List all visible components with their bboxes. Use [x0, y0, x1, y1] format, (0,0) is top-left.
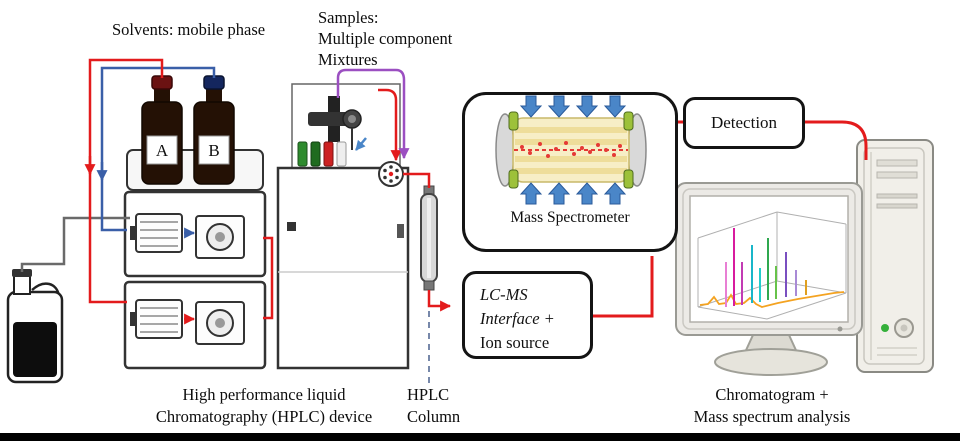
waste-tube-gray: [20, 216, 130, 272]
bottle-b-label: B: [208, 141, 220, 160]
analysis-caption-line-1: Chromatogram +: [715, 385, 829, 404]
analysis-caption: Chromatogram + Mass spectrum analysis: [640, 384, 904, 428]
hplc-caption-line-1: High performance liquid: [182, 385, 346, 404]
analysis-caption-line-2: Mass spectrum analysis: [693, 407, 851, 426]
tubing-blue: [96, 66, 216, 239]
waste-container-icon: [6, 269, 64, 384]
mass-spectrometer-label: Mass Spectrometer: [510, 209, 630, 226]
solvents-label: Solvents: mobile phase: [112, 20, 266, 39]
interface-line-2: Interface +: [480, 309, 555, 328]
injection-valve-icon: [378, 161, 404, 187]
tubing-red: [84, 58, 868, 325]
chromatogram-3d-plot: [697, 211, 847, 320]
detection-label: Detection: [710, 113, 778, 132]
hplc-device-caption: High performance liquid Chromatography (…: [128, 384, 400, 428]
hplc-caption-line-2: Chromatography (HPLC) device: [155, 407, 373, 426]
power-led-icon: [881, 324, 889, 332]
bottle-a-label: A: [155, 141, 169, 160]
solvent-bottle-b: [206, 86, 222, 106]
solvent-bottle-a: [154, 86, 170, 106]
ion-optics-icon: [495, 95, 647, 205]
tubing-purple: [336, 68, 410, 160]
bottom-border-bar: [0, 433, 960, 441]
computer-tower-icon: [856, 139, 934, 373]
lcms-interface-box: LC-MS Interface + Ion source: [462, 271, 593, 359]
hplc-column-caption: HPLC Column: [407, 384, 487, 428]
samples-line-2: Multiple component: [318, 29, 453, 48]
samples-label: Samples: Multiple component Mixtures: [318, 7, 452, 70]
interface-line-1: LC-MS: [480, 285, 528, 304]
ion-dots-icon: [520, 141, 622, 158]
hplc-column-icon: [420, 185, 438, 291]
column-caption-line-2: Column: [407, 407, 461, 426]
mass-spectrometer-box: [462, 92, 678, 252]
tubing: [20, 58, 868, 325]
autosampler-icon: [276, 83, 410, 370]
interface-line-3: Ion source: [480, 333, 550, 352]
samples-line-3: Mixtures: [318, 50, 378, 69]
column-caption-line-1: HPLC: [407, 385, 450, 404]
detection-box: Detection: [683, 97, 805, 149]
samples-line-1: Samples:: [318, 8, 379, 27]
electrode-green-icon: [508, 111, 634, 189]
monitor-icon: [675, 182, 863, 376]
solvent-bottles: [141, 75, 235, 185]
sample-vials-icon: [297, 141, 347, 167]
